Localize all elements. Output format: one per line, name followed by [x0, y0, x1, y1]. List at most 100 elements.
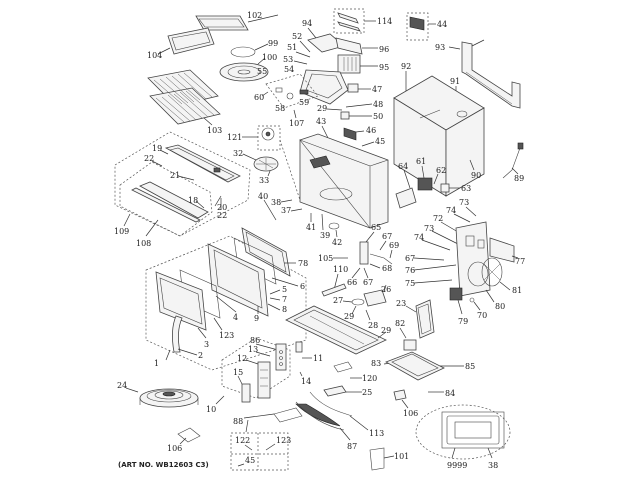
callout-69: 69	[389, 241, 399, 250]
callout-55: 55	[257, 67, 267, 76]
callout-12: 13	[248, 345, 258, 354]
callout-105-top: 105	[318, 254, 333, 263]
turntable-motor-121	[261, 127, 275, 141]
callout-110: 1	[154, 359, 159, 368]
callout-103: 103	[207, 126, 222, 135]
callout-76: 67	[405, 254, 415, 263]
callout-10: 15	[233, 368, 243, 377]
kit-108-box	[119, 161, 213, 237]
callout-23: 29	[381, 326, 391, 335]
callout-59: 59	[299, 98, 309, 107]
grille-25	[333, 361, 353, 373]
turntable-support-113	[139, 388, 199, 408]
callout-11: 12	[237, 354, 247, 363]
thermal-switch-parts	[275, 87, 309, 100]
callout-1: 2	[198, 351, 203, 360]
callout-65: 65	[371, 223, 381, 232]
clip-86	[393, 389, 407, 401]
callout-81: 77	[515, 257, 525, 266]
callout-73-top: 73	[459, 198, 469, 207]
callout-51: 51	[287, 43, 297, 52]
lamp-cover-24	[323, 385, 347, 397]
kit-120-box	[221, 337, 291, 399]
mounting-plate-93	[461, 41, 521, 109]
callout-27: 26	[381, 285, 391, 294]
callout-87: 113	[369, 429, 384, 438]
callout-96: 96	[379, 45, 389, 54]
door-panel-2	[155, 271, 207, 331]
callout-3: 123	[219, 331, 234, 340]
callout-85: 83	[371, 359, 381, 368]
callout-54: 54	[284, 65, 294, 74]
callout-92: 92	[401, 62, 411, 71]
callout-61: 61	[416, 157, 426, 166]
callout-70: 80	[495, 302, 505, 311]
callout-39-bottom: 38	[488, 461, 498, 470]
control-panel-19	[164, 144, 241, 183]
callout-74-mid: 74	[414, 233, 424, 242]
fan-motor-96	[335, 37, 363, 55]
callout-15: 14	[301, 377, 311, 386]
wire-harness-88	[295, 401, 345, 431]
callout-86: 106	[403, 409, 418, 418]
callout-41: 41	[306, 223, 316, 232]
callout-22-top: 22	[144, 154, 154, 163]
callout-32: 32	[233, 149, 243, 158]
callout-45: 45	[375, 137, 385, 146]
callout-8: 7	[282, 295, 287, 304]
callout-46: 46	[366, 126, 376, 135]
callout-38: 38	[271, 198, 281, 207]
kit-107-box	[265, 73, 319, 109]
callout-19: 19	[152, 144, 162, 153]
callout-50: 50	[373, 112, 383, 121]
kit-122-box	[230, 432, 289, 471]
callout-28: 29	[344, 312, 354, 321]
thermostat-63	[440, 183, 450, 193]
callout-113: 24	[117, 381, 127, 390]
callout-60: 60	[254, 93, 264, 102]
callout-78: 79	[458, 317, 468, 326]
callout-13: 86	[250, 336, 260, 345]
bracket-26	[321, 283, 347, 297]
callout-94: 94	[302, 19, 312, 28]
callout-63: 63	[461, 184, 471, 193]
callout-122: 88	[233, 417, 243, 426]
callout-9: 8	[282, 305, 287, 314]
callout-107: 107	[289, 119, 304, 128]
callout-25: 120	[362, 374, 377, 383]
callout-73-mid: 73	[424, 224, 434, 233]
callout-123-kit: 122	[235, 436, 250, 445]
fan-motor-47	[347, 83, 359, 93]
callout-80: 81	[512, 286, 522, 295]
callout-5: 6	[300, 282, 305, 291]
turntable-tray-100	[219, 62, 269, 82]
callout-91: 91	[450, 77, 460, 86]
bracket-64	[395, 187, 417, 209]
art-number: (ART NO. WB12603 C3)	[118, 461, 209, 469]
callout-48: 48	[373, 100, 383, 109]
kit-121-box	[257, 125, 281, 151]
callout-7: 5	[282, 285, 287, 294]
fan-motor-78	[449, 287, 463, 301]
blower-wheel-95	[337, 54, 361, 74]
coupler-42	[328, 222, 340, 230]
callout-93: 93	[435, 43, 445, 52]
callout-95: 95	[379, 63, 389, 72]
callout-20: 20	[217, 203, 227, 212]
callout-2: 3	[204, 340, 209, 349]
kit-114-parts	[337, 12, 361, 32]
callout-100: 100	[262, 53, 277, 62]
control-board-18	[131, 181, 209, 223]
callout-82: 23	[396, 299, 406, 308]
callout-90: 90	[471, 171, 481, 180]
callout-79: 70	[477, 311, 487, 320]
callout-104: 104	[147, 51, 162, 60]
callout-121: 121	[227, 133, 242, 142]
door-choke-6	[241, 227, 291, 277]
filter-cover-assembly	[415, 404, 511, 460]
callout-18: 18	[188, 196, 198, 205]
charcoal-filter-102	[195, 15, 249, 31]
manual-101	[177, 427, 201, 443]
interlock-switches	[359, 241, 393, 265]
